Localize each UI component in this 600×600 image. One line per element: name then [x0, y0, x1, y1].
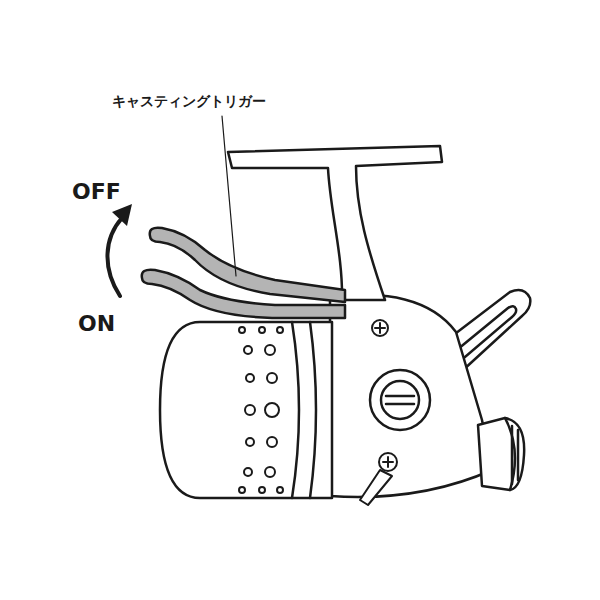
part-label: キャスティングトリガー — [112, 94, 266, 109]
reel-body — [330, 295, 492, 497]
state-label: ON — [78, 312, 115, 336]
screw — [360, 453, 397, 505]
drag-knob — [478, 418, 524, 490]
screw — [372, 320, 388, 336]
spool-cover — [160, 322, 332, 498]
leader-line — [222, 116, 236, 276]
state-label: OFF — [72, 180, 121, 204]
handle-hub — [370, 370, 430, 430]
switch-arrow — [107, 204, 132, 296]
casting-trigger — [142, 228, 345, 318]
